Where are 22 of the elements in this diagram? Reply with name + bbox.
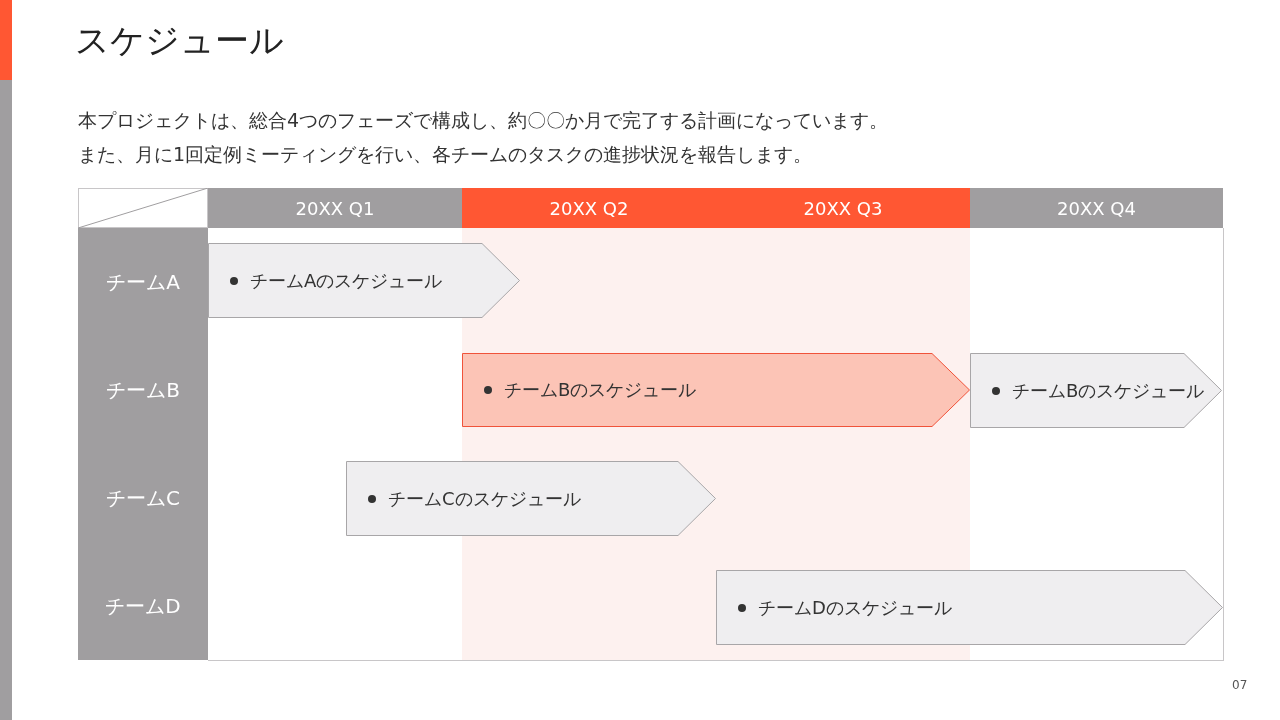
chevron-bar bbox=[346, 461, 716, 536]
intro-text: また、月に1回定例ミーティングを行い、各チームのタスクの進捗状況を報告します。 bbox=[78, 142, 813, 167]
chevron-bar bbox=[970, 353, 1222, 428]
page-number: 07 bbox=[1232, 678, 1248, 692]
row-header: チームC bbox=[78, 444, 208, 553]
column-header: 20XX Q1 bbox=[208, 188, 463, 228]
bar-label: チームBのスケジュール bbox=[1012, 378, 1205, 403]
bar-label: チームCのスケジュール bbox=[388, 486, 581, 511]
intro-text: 本プロジェクトは、総合4つのフェーズで構成し、約〇〇か月で完了する計画になっています。 bbox=[78, 108, 889, 133]
chevron-bar bbox=[716, 570, 1223, 645]
row-header: チームB bbox=[78, 336, 208, 445]
slide-title: スケジュール bbox=[75, 19, 284, 62]
column-header: 20XX Q4 bbox=[970, 188, 1224, 228]
column-header: 20XX Q2 bbox=[462, 188, 717, 228]
bar-label: チームBのスケジュール bbox=[504, 378, 697, 402]
bar-label: チームDのスケジュール bbox=[758, 595, 952, 620]
row-header: チームA bbox=[78, 228, 208, 337]
column-header: 20XX Q3 bbox=[716, 188, 971, 228]
chevron-bar bbox=[462, 353, 970, 427]
row-header: チームD bbox=[78, 552, 208, 661]
bar-label: チームAのスケジュール bbox=[250, 268, 443, 293]
chevron-bar bbox=[208, 243, 520, 318]
